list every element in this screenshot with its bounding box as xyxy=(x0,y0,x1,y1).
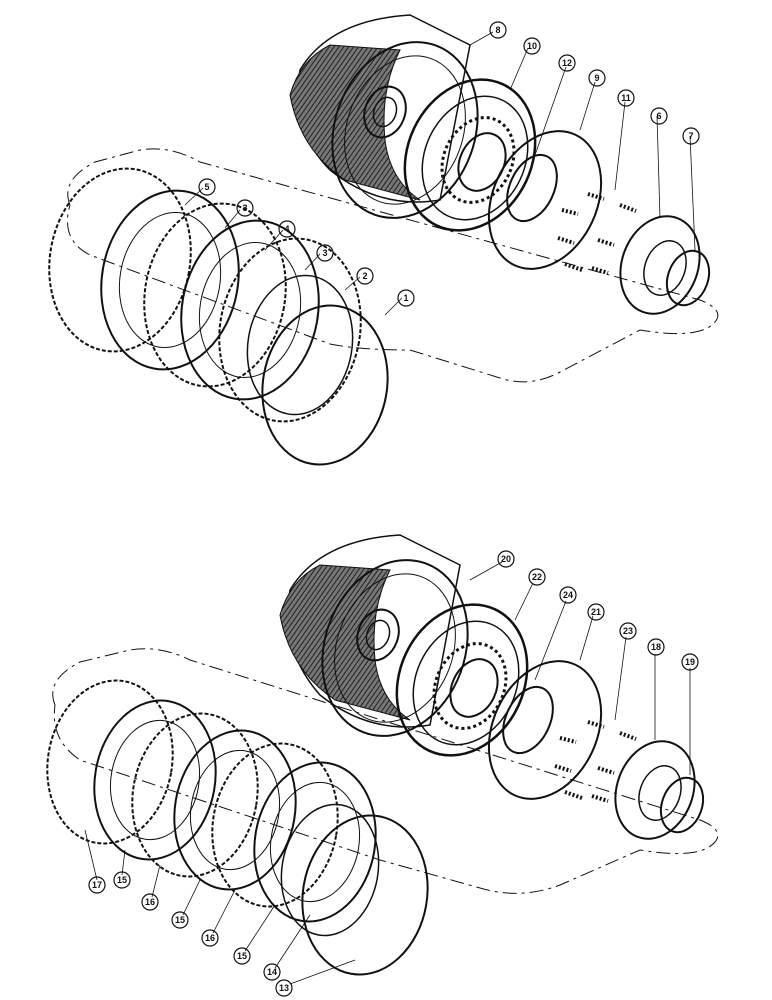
callout-14-label: 14 xyxy=(267,967,277,977)
callout-3a: 3 xyxy=(236,199,254,217)
callout-1: 1 xyxy=(397,289,415,307)
callout-10: 10 xyxy=(523,37,541,55)
outer-seal-ring xyxy=(487,660,603,800)
callout-4-label: 4 xyxy=(284,224,289,234)
upper-callout-leaders xyxy=(184,31,696,316)
spring-retainer xyxy=(614,740,696,840)
callout-2-label: 2 xyxy=(362,271,367,281)
callout-12: 12 xyxy=(558,54,576,72)
callout-3-label: 3 xyxy=(322,248,327,258)
clutch-snap-ring xyxy=(301,814,429,976)
callout-9-label: 9 xyxy=(594,73,599,83)
callout-17-label: 17 xyxy=(92,880,102,890)
inner-seal-ring xyxy=(502,685,554,755)
lower-assembly-boundary xyxy=(52,648,719,894)
callout-3-label: 3 xyxy=(242,203,247,213)
clutch-piston xyxy=(395,603,529,757)
callout-15a: 15 xyxy=(113,871,131,889)
callout-20-label: 20 xyxy=(501,554,511,564)
snap-ring xyxy=(659,776,705,834)
callout-16-label: 16 xyxy=(145,897,155,907)
clutch-piston xyxy=(403,78,537,232)
callout-12-label: 12 xyxy=(562,58,572,68)
callout-15b: 15 xyxy=(171,911,189,929)
snap-ring xyxy=(665,249,711,307)
callout-3b: 3 xyxy=(316,244,334,262)
callout-15-label: 15 xyxy=(117,875,127,885)
callout-10-label: 10 xyxy=(527,41,537,51)
piston-return-springs xyxy=(554,720,637,803)
lower-callout-leaders xyxy=(84,561,691,985)
callout-15c: 15 xyxy=(233,947,251,965)
callout-17: 17 xyxy=(88,876,106,894)
callout-24: 24 xyxy=(559,586,577,604)
callout-24-label: 24 xyxy=(563,590,573,600)
callout-8-label: 8 xyxy=(495,25,500,35)
clutch-drum xyxy=(289,14,479,219)
callout-21-label: 21 xyxy=(591,607,601,617)
callout-4: 4 xyxy=(278,220,296,238)
callout-23-label: 23 xyxy=(623,626,633,636)
callout-16a: 16 xyxy=(141,893,159,911)
callout-22-label: 22 xyxy=(532,572,542,582)
callout-6: 6 xyxy=(650,107,668,125)
callout-11: 11 xyxy=(617,89,635,107)
callout-13: 13 xyxy=(275,979,293,997)
clutch-drum xyxy=(279,534,469,737)
callout-7-label: 7 xyxy=(688,131,693,141)
spring-retainer xyxy=(619,215,701,315)
callout-11-label: 11 xyxy=(621,93,631,103)
callout-2: 2 xyxy=(356,267,374,285)
callout-23: 23 xyxy=(619,622,637,640)
callout-5-label: 5 xyxy=(204,182,209,192)
callout-19-label: 19 xyxy=(685,657,695,667)
callout-8: 8 xyxy=(489,21,507,39)
callout-15-label: 15 xyxy=(175,915,185,925)
callout-16b: 16 xyxy=(201,929,219,947)
callout-20: 20 xyxy=(497,550,515,568)
callout-22: 22 xyxy=(528,568,546,586)
inner-seal-ring xyxy=(506,153,558,223)
callout-16-label: 16 xyxy=(205,933,215,943)
callout-18: 18 xyxy=(647,638,665,656)
callout-14: 14 xyxy=(263,963,281,981)
callout-19: 19 xyxy=(681,653,699,671)
callout-13-label: 13 xyxy=(279,983,289,993)
upper-callouts: 8 10 12 9 11 6 7 5 3 4 3 2 1 xyxy=(198,21,700,307)
lower-callouts: 20 22 24 21 23 18 19 17 15 16 15 16 15 1… xyxy=(88,550,699,997)
callout-5: 5 xyxy=(198,178,216,196)
lower-assembly: 20 22 24 21 23 18 19 17 15 16 15 16 15 1… xyxy=(46,534,719,997)
upper-assembly: 8 10 12 9 11 6 7 5 3 4 3 2 1 xyxy=(48,14,719,466)
clutch-plate-stack xyxy=(48,167,362,423)
callout-15-label: 15 xyxy=(237,951,247,961)
callout-9: 9 xyxy=(588,69,606,87)
outer-seal-ring xyxy=(487,130,603,270)
callout-18-label: 18 xyxy=(651,642,661,652)
clutch-snap-ring xyxy=(261,304,389,466)
clutch-plate-stack xyxy=(46,679,380,937)
piston-return-springs xyxy=(557,192,637,275)
callout-1-label: 1 xyxy=(403,293,408,303)
callout-6-label: 6 xyxy=(656,111,661,121)
callout-21: 21 xyxy=(587,603,605,621)
callout-7: 7 xyxy=(682,127,700,145)
upper-assembly-boundary xyxy=(67,148,719,383)
